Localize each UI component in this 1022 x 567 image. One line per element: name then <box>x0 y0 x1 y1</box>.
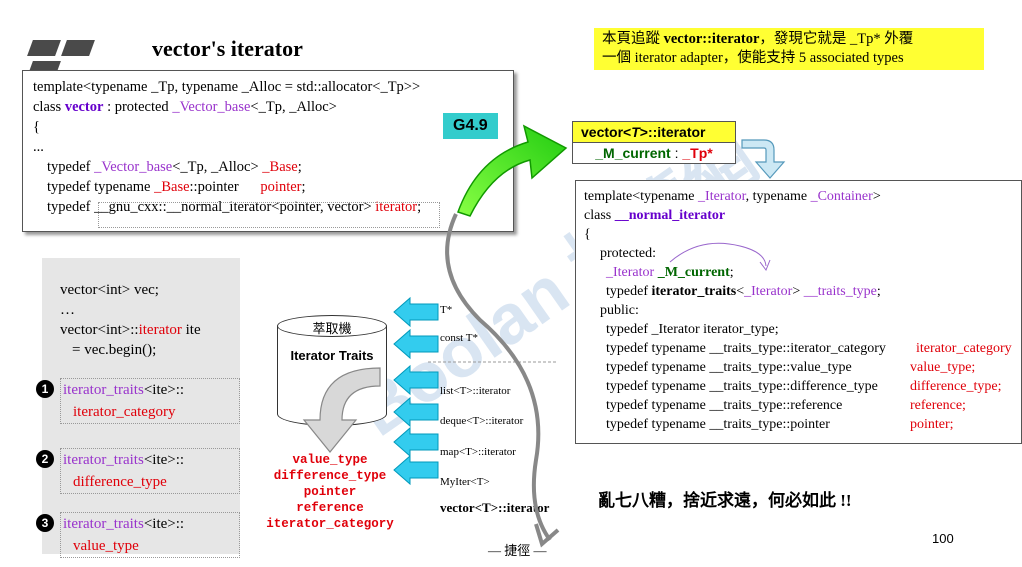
code-line: vector<int>::iterator ite <box>60 322 201 338</box>
code-line: typedef __gnu_cxx::__normal_iterator<poi… <box>47 199 422 215</box>
vector-iterator-head: vector<T>::iterator <box>573 122 735 143</box>
code-line: typedef iterator_traits<_Iterator> __tra… <box>606 284 881 299</box>
input-label: deque<T>::iterator <box>440 415 524 427</box>
typedef-row: typedef typename __traits_type::value_ty… <box>606 360 976 375</box>
step-number-badge: 3 <box>36 514 54 532</box>
code-line: { <box>33 119 40 135</box>
code-line: … <box>584 436 598 444</box>
traits-machine-label: 萃取機 <box>312 321 352 336</box>
code-line: template<typename _Tp, typename _Alloc =… <box>33 79 421 95</box>
curve-arrow-icon <box>669 242 771 272</box>
code-line: ... <box>33 139 44 155</box>
output-arrow-icon <box>302 367 381 453</box>
input-label: list<T>::iterator <box>440 385 511 397</box>
trait-query: iterator_traits<ite>::value_type <box>60 512 240 558</box>
associated-types-list: value_type difference_type pointer refer… <box>266 453 394 531</box>
vector-iterator-label: vector<T>::iterator <box>440 500 550 515</box>
typedef-row: typedef typename __traits_type::referenc… <box>606 398 966 413</box>
code-line: … <box>60 302 75 318</box>
typedef-row: typedef typename __traits_type::differen… <box>606 379 1002 394</box>
usage-example-box: vector<int> vec; … vector<int>::iterator… <box>42 258 240 554</box>
note-text: ，發現它就是 _Tp* 外覆 <box>759 31 914 47</box>
green-arrow-icon <box>457 124 568 217</box>
typedef-rows: typedef typename __traits_type::iterator… <box>584 339 1013 434</box>
traits-cylinder-top <box>277 315 387 337</box>
code-line: protected: <box>600 246 656 261</box>
separator-line <box>428 361 558 363</box>
input-label: map<T>::iterator <box>440 446 516 458</box>
code-line: typedef _Vector_base<_Tp, _Alloc> _Base; <box>47 159 302 175</box>
version-badge: G4.9 <box>443 113 498 139</box>
shortcut-arrow-icon <box>445 213 560 548</box>
input-arrows <box>393 296 439 486</box>
code-line: class vector : protected _Vector_base<_T… <box>33 99 337 115</box>
note-text: 本頁追蹤 <box>602 31 664 47</box>
code-line: class __normal_iterator <box>584 208 726 223</box>
vector-iterator-box: vector<T>::iterator _M_current : _Tp* <box>572 121 736 164</box>
normal-iterator-code-box: template<typename _Iterator, typename _C… <box>575 180 1022 444</box>
shortcut-label: — 捷徑 — <box>488 543 547 558</box>
traits-label: Iterator Traits <box>290 348 374 363</box>
title-decoration <box>27 40 130 77</box>
input-label: MyIter<T> <box>440 476 490 488</box>
input-label: T* <box>440 304 453 316</box>
trait-query: iterator_traits<ite>::iterator_category <box>60 378 240 424</box>
page-number: 100 <box>932 531 954 546</box>
code-line: public: <box>600 303 639 318</box>
punchline: 亂七八糟，捨近求遠，何必如此 !! <box>598 491 852 510</box>
page-title: vector's iterator <box>152 36 303 61</box>
bent-arrow-icon <box>741 139 786 179</box>
code-line: template<typename _Iterator, typename _C… <box>584 189 881 204</box>
vector-code-box: template<typename _Tp, typename _Alloc =… <box>22 70 514 232</box>
vector-iterator-member: _M_current : _Tp* <box>595 145 713 161</box>
code-line: _Iterator _M_current; <box>606 265 734 280</box>
step-number-badge: 1 <box>36 380 54 398</box>
trait-query: iterator_traits<ite>::difference_type <box>60 448 240 494</box>
input-label: const T* <box>440 332 478 344</box>
code-line: = vec.begin(); <box>72 342 157 358</box>
code-line: vector<int> vec; <box>60 282 159 298</box>
typedef-row: typedef typename __traits_type::iterator… <box>606 341 1012 356</box>
code-line: typedef typename _Base::pointer pointer; <box>47 179 306 195</box>
note-callout: 本頁追蹤 vector::iterator，發現它就是 _Tp* 外覆 一個 i… <box>594 28 984 70</box>
step-number-badge: 2 <box>36 450 54 468</box>
code-line: { <box>584 227 591 242</box>
note-highlight: vector::iterator <box>663 31 760 47</box>
code-line: typedef _Iterator iterator_type; <box>606 322 779 337</box>
note-text-line2: 一個 iterator adapter，使能支持 5 associated ty… <box>602 50 904 66</box>
normal-iterator-highlight <box>98 202 440 228</box>
